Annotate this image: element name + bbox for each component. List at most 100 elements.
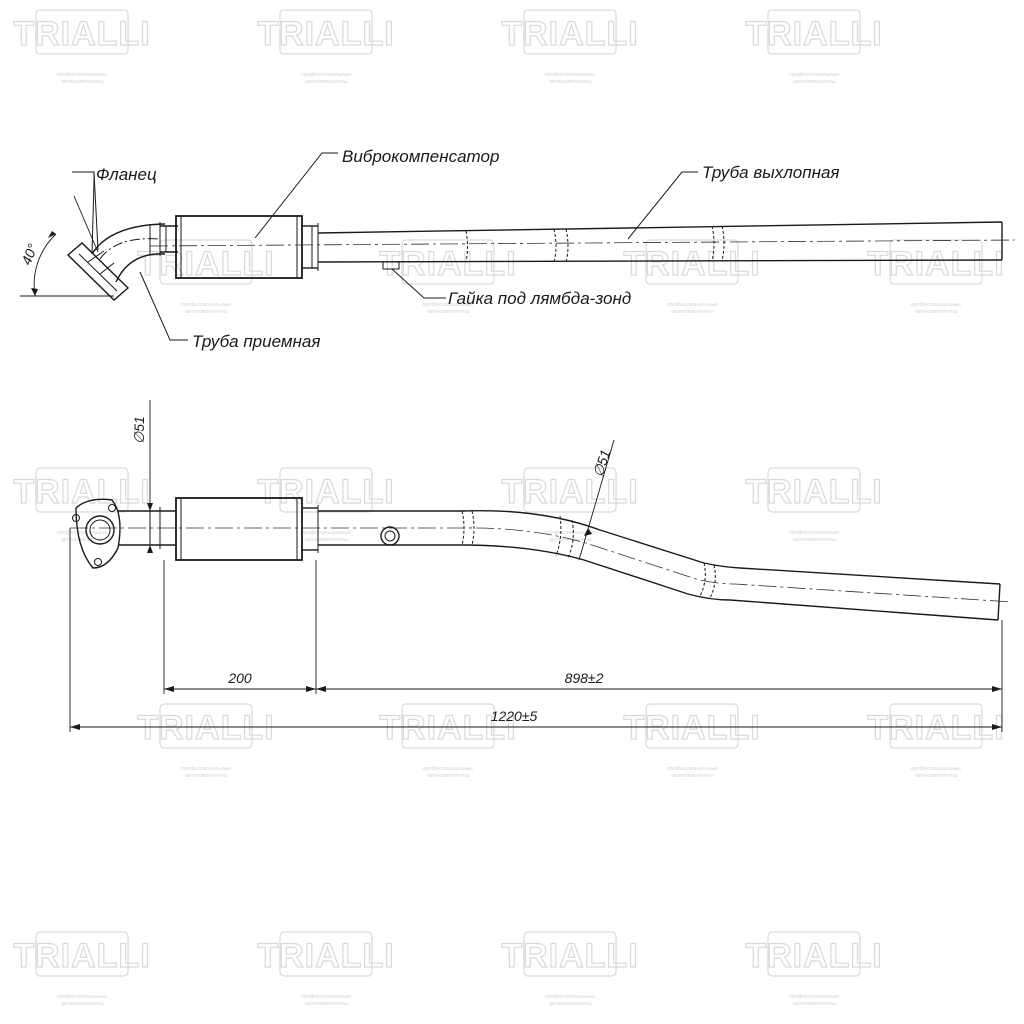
plan-view: ∅51 ∅51 200 898±2 xyxy=(69,400,1013,732)
svg-text:профессиональные: профессиональные xyxy=(57,994,108,1000)
svg-text:TRIALLI: TRIALLI xyxy=(745,473,882,511)
svg-text:профессиональные: профессиональные xyxy=(423,766,474,772)
svg-text:автокомпоненты: автокомпоненты xyxy=(427,309,469,315)
svg-text:автокомпоненты: автокомпоненты xyxy=(305,1001,347,1007)
svg-text:профессиональные: профессиональные xyxy=(667,766,718,772)
svg-text:TRIALLI: TRIALLI xyxy=(867,709,1004,747)
svg-text:автокомпоненты: автокомпоненты xyxy=(61,1001,103,1007)
side-view-callouts: Фланец Виброкомпенсатор Труба выхлопная … xyxy=(72,147,840,351)
svg-text:TRIALLI: TRIALLI xyxy=(501,937,638,975)
label-inlet-pipe: Труба приемная xyxy=(192,332,320,351)
side-view: 40° Фланец Виброкомпенсатор Труба выхлоп… xyxy=(18,147,1016,351)
svg-text:автокомпоненты: автокомпоненты xyxy=(185,309,227,315)
dimension-898-value: 898±2 xyxy=(565,670,604,686)
dimension-200-value: 200 xyxy=(227,670,252,686)
plan-flange xyxy=(72,498,121,569)
svg-text:автокомпоненты: автокомпоненты xyxy=(61,537,103,543)
svg-text:профессиональные: профессиональные xyxy=(789,72,840,78)
svg-text:профессиональные: профессиональные xyxy=(181,766,232,772)
svg-text:профессиональные: профессиональные xyxy=(301,72,352,78)
svg-text:TRIALLI: TRIALLI xyxy=(623,709,760,747)
svg-text:профессиональные: профессиональные xyxy=(301,530,352,536)
label-exhaust-pipe: Труба выхлопная xyxy=(702,163,840,182)
svg-text:профессиональные: профессиональные xyxy=(545,530,596,536)
dimension-200: 200 xyxy=(164,670,316,692)
svg-text:TRIALLI: TRIALLI xyxy=(13,15,150,53)
svg-text:TRIALLI: TRIALLI xyxy=(13,937,150,975)
svg-text:профессиональные: профессиональные xyxy=(911,766,962,772)
svg-text:профессиональные: профессиональные xyxy=(667,302,718,308)
svg-text:TRIALLI: TRIALLI xyxy=(745,15,882,53)
plan-lambda-nut xyxy=(380,526,400,546)
plan-flex-joint xyxy=(175,497,319,561)
svg-text:автокомпоненты: автокомпоненты xyxy=(915,309,957,315)
svg-text:TRIALLI: TRIALLI xyxy=(501,15,638,53)
svg-text:профессиональные: профессиональные xyxy=(57,72,108,78)
label-flange: Фланец xyxy=(96,165,157,184)
diameter-1-value: ∅51 xyxy=(131,416,147,444)
svg-text:профессиональные: профессиональные xyxy=(545,994,596,1000)
svg-text:автокомпоненты: автокомпоненты xyxy=(793,1001,835,1007)
svg-text:автокомпоненты: автокомпоненты xyxy=(61,79,103,85)
exhaust-pipe-part xyxy=(149,221,1016,270)
svg-text:автокомпоненты: автокомпоненты xyxy=(549,537,591,543)
dimension-898: 898±2 xyxy=(316,670,1002,692)
svg-text:профессиональные: профессиональные xyxy=(57,530,108,536)
svg-text:автокомпоненты: автокомпоненты xyxy=(793,79,835,85)
dimension-1220: 1220±5 xyxy=(70,708,1002,730)
svg-text:профессиональные: профессиональные xyxy=(545,72,596,78)
svg-text:автокомпоненты: автокомпоненты xyxy=(793,537,835,543)
flex-joint-part xyxy=(175,215,319,279)
svg-text:профессиональные: профессиональные xyxy=(423,302,474,308)
svg-text:автокомпоненты: автокомпоненты xyxy=(671,773,713,779)
flange-part xyxy=(66,242,130,301)
plan-exhaust-pipe xyxy=(70,509,1013,621)
inlet-pipe-part xyxy=(91,222,178,283)
svg-text:профессиональные: профессиональные xyxy=(789,530,840,536)
svg-text:автокомпоненты: автокомпоненты xyxy=(305,79,347,85)
svg-text:автокомпоненты: автокомпоненты xyxy=(671,309,713,315)
svg-text:профессиональные: профессиональные xyxy=(911,302,962,308)
angle-value: 40° xyxy=(18,241,41,267)
plan-bend-marks xyxy=(461,510,716,599)
svg-text:автокомпоненты: автокомпоненты xyxy=(549,79,591,85)
svg-text:TRIALLI: TRIALLI xyxy=(745,937,882,975)
dimension-1220-value: 1220±5 xyxy=(491,708,538,724)
diameter-dimension-1: ∅51 xyxy=(131,400,153,553)
svg-text:TRIALLI: TRIALLI xyxy=(257,15,394,53)
svg-text:автокомпоненты: автокомпоненты xyxy=(549,1001,591,1007)
extension-lines xyxy=(69,528,1003,732)
svg-text:профессиональные: профессиональные xyxy=(181,302,232,308)
bend-marks xyxy=(465,225,725,263)
svg-text:автокомпоненты: автокомпоненты xyxy=(427,773,469,779)
svg-text:TRIALLI: TRIALLI xyxy=(867,245,1004,283)
svg-text:профессиональные: профессиональные xyxy=(789,994,840,1000)
svg-text:TRIALLI: TRIALLI xyxy=(379,245,516,283)
svg-text:профессиональные: профессиональные xyxy=(301,994,352,1000)
angle-dimension: 40° xyxy=(18,195,114,297)
label-flex-joint: Виброкомпенсатор xyxy=(342,147,499,166)
